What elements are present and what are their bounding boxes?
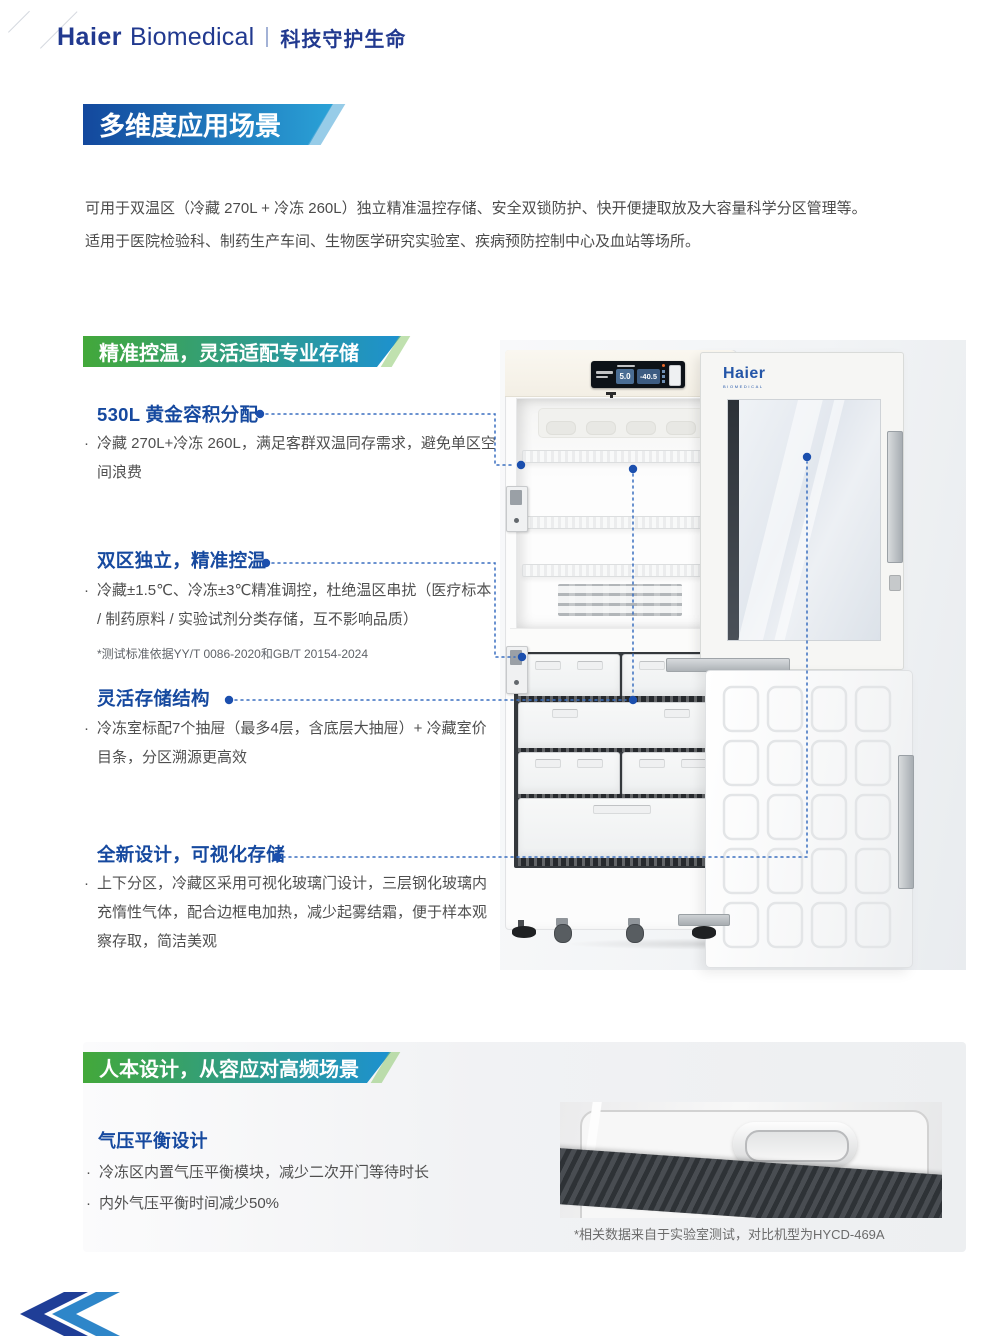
door-logo-subtext: BIOMEDICAL <box>723 384 764 389</box>
freezer-drawer-bottom-large <box>518 798 724 860</box>
duct-scallop <box>666 421 696 435</box>
door-glass <box>727 399 881 641</box>
display-label-bar <box>596 376 608 378</box>
bullet-item: · 内外气压平衡时间减少50% <box>86 1188 516 1219</box>
glass-edge <box>728 400 739 640</box>
bullet-marker: · <box>84 582 89 599</box>
intro-line-1: 可用于双温区（冷藏 270L + 冷冻 260L）独立精准温控存储、安全双锁防护… <box>85 200 867 217</box>
bullet-text: 上下分区，冷藏区采用可视化玻璃门设计，三层钢化玻璃内充惰性气体，配合边框电加热，… <box>97 875 488 950</box>
feature-title-storage: 灵活存储结构 <box>97 688 210 709</box>
door-hinge-pin <box>606 392 616 395</box>
display-icon-column <box>662 370 665 383</box>
feature-title-dualzone: 双区独立，精准控温 <box>97 550 267 571</box>
bullet-marker: · <box>86 1195 91 1212</box>
display-alarm-dot <box>662 364 665 367</box>
bullet-item: · 冷藏±1.5℃、冷冻±3℃精准调控，杜绝温区串扰（医疗标本 / 制药原料 / … <box>84 576 496 634</box>
feature-title-volume: 530L 黄金容积分配 <box>97 404 259 425</box>
lock-window <box>510 490 522 505</box>
design-feature-bullets: · 冷冻区内置气压平衡模块，减少二次开门等待时长 · 内外气压平衡时间减少50% <box>86 1157 516 1219</box>
leader-dot <box>224 695 234 705</box>
bullet-marker: · <box>84 875 89 892</box>
vent-grille <box>558 584 682 616</box>
bullet-marker: · <box>86 1164 91 1181</box>
wire-shelf <box>522 516 720 529</box>
fridge-display: 5.0 -40.5 <box>591 361 685 388</box>
upper-door-handle <box>887 431 903 563</box>
duct-scallop <box>586 421 616 435</box>
feature-bullets-storage: · 冷冻室标配7个抽屉（最多4层，含底层大抽屉）+ 冷藏室价目条，分区溯源更高效 <box>84 714 496 772</box>
caster-wheel <box>626 924 644 943</box>
duct-scallop <box>546 421 576 435</box>
display-fridge-temp: 5.0 <box>616 369 634 384</box>
storage-section-badge: 精准控温，灵活适配专业存储 <box>83 336 401 367</box>
leveling-foot <box>512 926 536 938</box>
logo-biomedical-text: Biomedical <box>130 22 255 51</box>
design-feature-title: 气压平衡设计 <box>98 1131 208 1151</box>
display-freezer-temp: -40.5 <box>637 369 660 384</box>
hinge-foot-plate <box>678 914 730 926</box>
bullet-text: 内外气压平衡时间减少50% <box>99 1195 280 1212</box>
feature-bullets-visual: · 上下分区，冷藏区采用可视化玻璃门设计，三层钢化玻璃内充惰性气体，配合边框电加热… <box>84 869 496 956</box>
bullet-item: · 冷冻区内置气压平衡模块，减少二次开门等待时长 <box>86 1157 516 1188</box>
door-brand-logo: Haier BIOMEDICAL <box>723 365 766 389</box>
bullet-item: · 上下分区，冷藏区采用可视化玻璃门设计，三层钢化玻璃内充惰性气体，配合边框电加热… <box>84 869 496 956</box>
display-label-bar <box>617 365 635 367</box>
keyhole <box>514 518 519 523</box>
leveling-foot-stem <box>518 920 524 928</box>
bullet-item: · 冷藏 270L+冷冻 260L，满足客群双温同存需求，避免单区空间浪费 <box>84 429 496 487</box>
bullet-text: 冷藏 270L+冷冻 260L，满足客群双温同存需求，避免单区空间浪费 <box>97 435 496 481</box>
header-diagonal-line-small <box>8 10 30 33</box>
interior-air-duct <box>538 408 704 438</box>
product-photo: 5.0 -40.5 <box>500 340 966 970</box>
feature-title-visual: 全新设计，可视化存储 <box>97 844 286 865</box>
bullet-text: 冷冻室标配7个抽屉（最多4层，含底层大抽屉）+ 冷藏室价目条，分区溯源更高效 <box>97 720 487 766</box>
intro-paragraph: 可用于双温区（冷藏 270L + 冷冻 260L）独立精准温控存储、安全双锁防护… <box>85 192 867 258</box>
bullet-text: 冷藏±1.5℃、冷冻±3℃精准调控，杜绝温区串扰（医疗标本 / 制药原料 / 实… <box>97 582 492 628</box>
logo-haier-text: Haier <box>57 22 123 51</box>
wire-shelf <box>522 564 720 577</box>
upper-glass-door: Haier BIOMEDICAL <box>700 352 904 670</box>
lower-door-lock <box>506 646 528 694</box>
door-logo-text: Haier <box>723 365 766 382</box>
lock-window <box>510 650 522 665</box>
logo-slogan: 科技守护生命 <box>280 28 407 51</box>
pressure-vent-inner <box>745 1130 849 1162</box>
bullet-item: · 冷冻室标配7个抽屉（最多4层，含底层大抽屉）+ 冷藏室价目条，分区溯源更高效 <box>84 714 496 772</box>
design-section-badge: 人本设计，从容应对高频场景 <box>83 1052 391 1083</box>
caster-bracket <box>628 918 640 926</box>
lower-door-handle <box>898 755 914 889</box>
upper-door-keylock <box>889 575 901 591</box>
keyhole <box>514 680 519 685</box>
freezer-drawer <box>518 752 620 796</box>
lower-foam-door <box>705 670 914 968</box>
wire-shelf <box>522 450 720 463</box>
ribbon-light <box>52 1292 120 1336</box>
door-emboss-pattern <box>720 683 898 953</box>
caster-wheel <box>554 924 572 943</box>
leveling-foot <box>692 926 716 939</box>
freezer-drawer-wide <box>518 702 724 750</box>
pressure-module-photo <box>560 1102 942 1218</box>
feature-footnote: *测试标准依据YY/T 0086-2020和GB/T 20154-2024 <box>97 647 369 661</box>
footer-ribbon-decoration <box>20 1292 120 1336</box>
feature-bullets-dualzone: · 冷藏±1.5℃、冷冻±3℃精准调控，杜绝温区串扰（医疗标本 / 制药原料 / … <box>84 576 496 634</box>
ribbon-dark <box>20 1292 88 1336</box>
bullet-marker: · <box>84 435 89 452</box>
photo-caption: *相关数据来自于实验室测试，对比机型为HYCD-469A <box>574 1227 885 1242</box>
brand-logo: Haier Biomedical 科技守护生命 <box>57 20 406 54</box>
freezer-drawer <box>518 654 620 698</box>
section-title-badge: 多维度应用场景 <box>83 104 333 145</box>
display-usb-slot <box>669 365 681 386</box>
feature-bullets-volume: · 冷藏 270L+冷冻 260L，满足客群双温同存需求，避免单区空间浪费 <box>84 429 496 487</box>
display-label-bar <box>596 371 613 374</box>
bullet-marker: · <box>84 720 89 737</box>
drawer-rail <box>518 858 722 866</box>
intro-line-2: 适用于医院检验科、制药生产车间、生物医学研究实验室、疾病预防控制中心及血站等场所… <box>85 233 701 250</box>
bullet-text: 冷冻区内置气压平衡模块，减少二次开门等待时长 <box>99 1164 430 1181</box>
upper-door-lock <box>506 486 528 532</box>
duct-scallop <box>626 421 656 435</box>
logo-separator <box>266 27 269 47</box>
caster-bracket <box>556 918 568 926</box>
